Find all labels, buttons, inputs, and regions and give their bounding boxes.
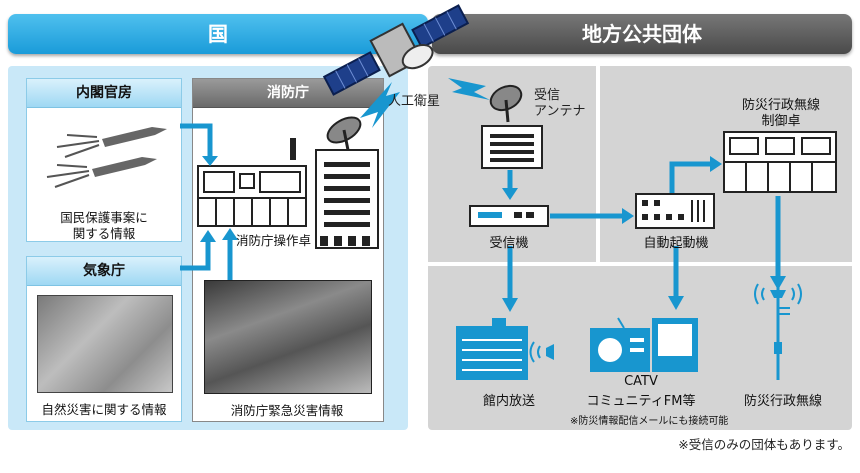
satellite-label: 人工衛星 — [388, 94, 441, 109]
catv-label-2: コミュニティFM等 — [586, 394, 696, 409]
loudspeaker-tower-icon — [754, 283, 802, 380]
building-broadcast-label: 館内放送 — [482, 394, 535, 409]
mail-note: ※防災情報配信メールにも接続可能 — [570, 416, 729, 427]
building-broadcast-icon — [456, 318, 554, 380]
jma-title: 気象庁 — [27, 257, 181, 286]
console-icon — [197, 138, 307, 227]
jma-card: 気象庁 自然災害に関する情報 — [26, 256, 182, 422]
catv-radio-tv-icon — [590, 317, 698, 372]
antenna-building-icon — [481, 125, 543, 169]
footnote: ※受信のみの団体もあります。 — [678, 437, 850, 452]
header-national: 国 — [8, 14, 428, 54]
panel-divider-vertical — [596, 66, 600, 262]
antenna-dish-icon — [489, 84, 523, 123]
cabinet-title: 内閣官房 — [27, 79, 181, 108]
header-local: 地方公共団体 — [432, 14, 852, 54]
fdma-building-icon — [315, 116, 379, 249]
weather-map-image — [37, 295, 173, 393]
cabinet-card: 内閣官房 国民保護事案に 関する情報 — [26, 78, 182, 242]
header-national-title: 国 — [208, 22, 228, 46]
cabinet-caption-1: 国民保護事案に — [60, 210, 148, 225]
panel-divider-horizontal — [428, 262, 852, 266]
cabinet-caption-2: 関する情報 — [72, 226, 136, 241]
fdma-console-label: 消防庁操作卓 — [236, 233, 312, 248]
antenna-label-1: 受信 — [534, 88, 561, 103]
missile-icon — [46, 127, 167, 188]
fdma-caption: 消防庁緊急災害情報 — [230, 403, 344, 418]
disaster-photo — [204, 280, 372, 394]
auto-starter-icon — [635, 193, 715, 229]
antenna-label-2: アンテナ — [534, 104, 586, 119]
control-label-1: 防災行政無線 — [741, 98, 820, 113]
satellite-icon — [322, 4, 470, 96]
auto-starter-label: 自動起動機 — [643, 236, 709, 251]
jma-caption: 自然災害に関する情報 — [41, 402, 167, 417]
header-local-title: 地方公共団体 — [582, 22, 702, 46]
receiver-icon — [469, 205, 549, 227]
wireless-label: 防災行政無線 — [743, 394, 822, 409]
control-label-2: 制御卓 — [761, 114, 801, 129]
control-desk-icon — [723, 131, 837, 193]
receiver-label: 受信機 — [489, 236, 529, 251]
catv-label-1: CATV — [624, 374, 658, 389]
